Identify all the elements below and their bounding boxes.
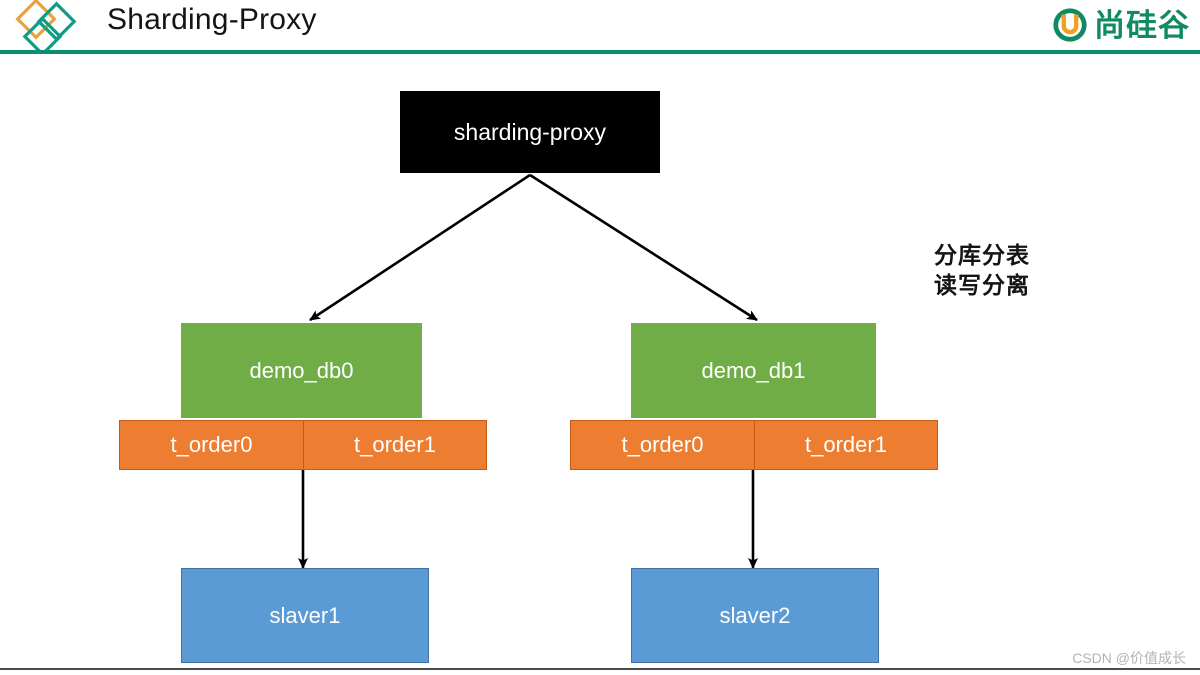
connector-proxy-to-db1 — [529, 173, 758, 322]
table-cell-db1-order0-label: t_order0 — [621, 432, 704, 457]
diamond-teal-bottom-icon — [22, 16, 63, 52]
connector-proxy-to-db0 — [309, 173, 531, 322]
header-divider — [0, 50, 1200, 54]
table-bar-db0: t_order0 t_order1 — [119, 420, 487, 470]
node-sharding-proxy[interactable]: sharding-proxy — [400, 91, 660, 173]
page-title: Sharding-Proxy — [107, 3, 317, 36]
footer-divider — [0, 668, 1200, 670]
table-cell-db0-order0[interactable]: t_order0 — [120, 421, 303, 469]
node-slaver1-label: slaver1 — [269, 602, 341, 628]
node-demo-db1[interactable]: demo_db1 — [631, 323, 876, 418]
table-cell-db0-order0-label: t_order0 — [170, 432, 253, 457]
node-slaver2-label: slaver2 — [719, 602, 791, 628]
table-cell-db0-order1[interactable]: t_order1 — [303, 421, 486, 469]
annotation-line-2: 读写分离 — [934, 272, 1030, 298]
diamond-teal-right-icon — [36, 1, 77, 42]
node-slaver2[interactable]: slaver2 — [631, 568, 879, 663]
diamonds-logo — [15, 0, 77, 52]
node-demo-db0[interactable]: demo_db0 — [181, 323, 422, 418]
node-demo-db0-label: demo_db0 — [249, 357, 354, 383]
brand-logo: 尚硅谷 — [1051, 4, 1190, 46]
table-cell-db1-order0[interactable]: t_order0 — [571, 421, 754, 469]
annotation-line-1: 分库分表 — [934, 242, 1030, 268]
slide-header: Sharding-Proxy 尚硅谷 — [0, 0, 1200, 54]
node-demo-db1-label: demo_db1 — [701, 357, 806, 383]
annotation-text: 分库分表 读写分离 — [934, 240, 1030, 300]
table-bar-db1: t_order0 t_order1 — [570, 420, 938, 470]
node-sharding-proxy-label: sharding-proxy — [453, 118, 607, 145]
watermark: CSDN @价值成长 — [1072, 650, 1186, 666]
table-cell-db0-order1-label: t_order1 — [354, 432, 436, 457]
brand-name: 尚硅谷 — [1094, 7, 1190, 43]
table-cell-db1-order1[interactable]: t_order1 — [754, 421, 937, 469]
table-cell-db1-order1-label: t_order1 — [805, 432, 887, 457]
brand-u-icon — [1053, 8, 1087, 42]
node-slaver1[interactable]: slaver1 — [181, 568, 429, 663]
